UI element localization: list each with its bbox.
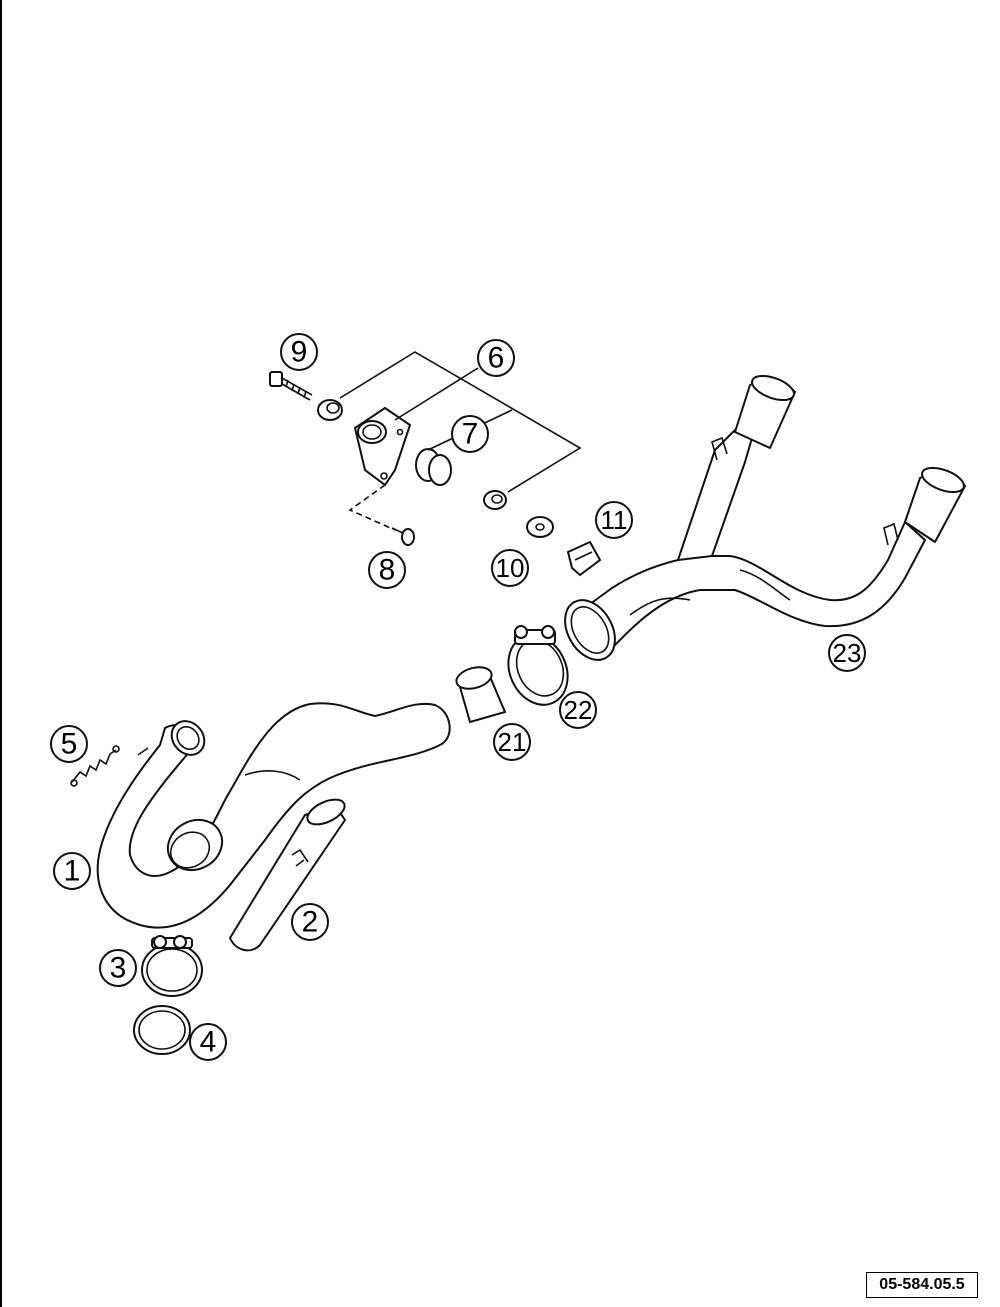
part-21-sleeve xyxy=(455,666,507,724)
callout-6: 6 xyxy=(477,339,515,377)
part-5-spring xyxy=(70,745,120,787)
callout-22-label: 22 xyxy=(564,695,593,725)
part-8-screw xyxy=(391,527,415,546)
part-10-washer xyxy=(526,516,554,538)
callout-4: 4 xyxy=(189,1023,227,1061)
callout-8-label: 8 xyxy=(379,554,396,587)
part-4-gasket xyxy=(133,1005,191,1055)
callout-21-label: 21 xyxy=(498,727,527,757)
part-1-header-pipe xyxy=(96,702,451,929)
callout-7: 7 xyxy=(451,415,489,453)
part-11-clip-nut xyxy=(566,540,602,577)
leader-lines xyxy=(339,351,582,531)
callout-10: 10 xyxy=(491,549,529,587)
callout-11: 11 xyxy=(595,501,633,539)
callout-1: 1 xyxy=(53,852,91,890)
callout-11-label: 11 xyxy=(601,505,628,535)
callout-21: 21 xyxy=(493,723,531,761)
callout-23: 23 xyxy=(828,634,866,672)
callout-4-label: 4 xyxy=(200,1026,217,1059)
callout-8: 8 xyxy=(368,551,406,589)
part-7-grommet-set xyxy=(317,399,507,510)
callout-22: 22 xyxy=(559,691,597,729)
callout-23-label: 23 xyxy=(833,638,862,668)
callout-2: 2 xyxy=(291,903,329,941)
callout-6-label: 6 xyxy=(488,342,505,375)
part-22-clamp xyxy=(507,625,569,706)
part-23-rear-y-pipe xyxy=(564,374,966,661)
callout-1-label: 1 xyxy=(64,855,81,888)
page-left-border xyxy=(0,0,2,1307)
callout-5-label: 5 xyxy=(61,728,78,761)
callout-7-label: 7 xyxy=(462,418,479,451)
part-3-clamp xyxy=(141,935,203,997)
part-6-bracket-plate xyxy=(353,406,412,487)
diagram-reference-code: 05-584.05.5 xyxy=(866,1272,978,1298)
callout-3: 3 xyxy=(99,949,137,987)
callout-9-label: 9 xyxy=(291,336,308,369)
callout-3-label: 3 xyxy=(110,952,127,985)
callout-2-label: 2 xyxy=(302,906,319,939)
callout-10-label: 10 xyxy=(496,553,525,583)
callout-5: 5 xyxy=(50,725,88,763)
callout-9: 9 xyxy=(280,333,318,371)
part-9-bolt xyxy=(269,371,313,401)
part-2-header-pipe xyxy=(229,798,346,952)
